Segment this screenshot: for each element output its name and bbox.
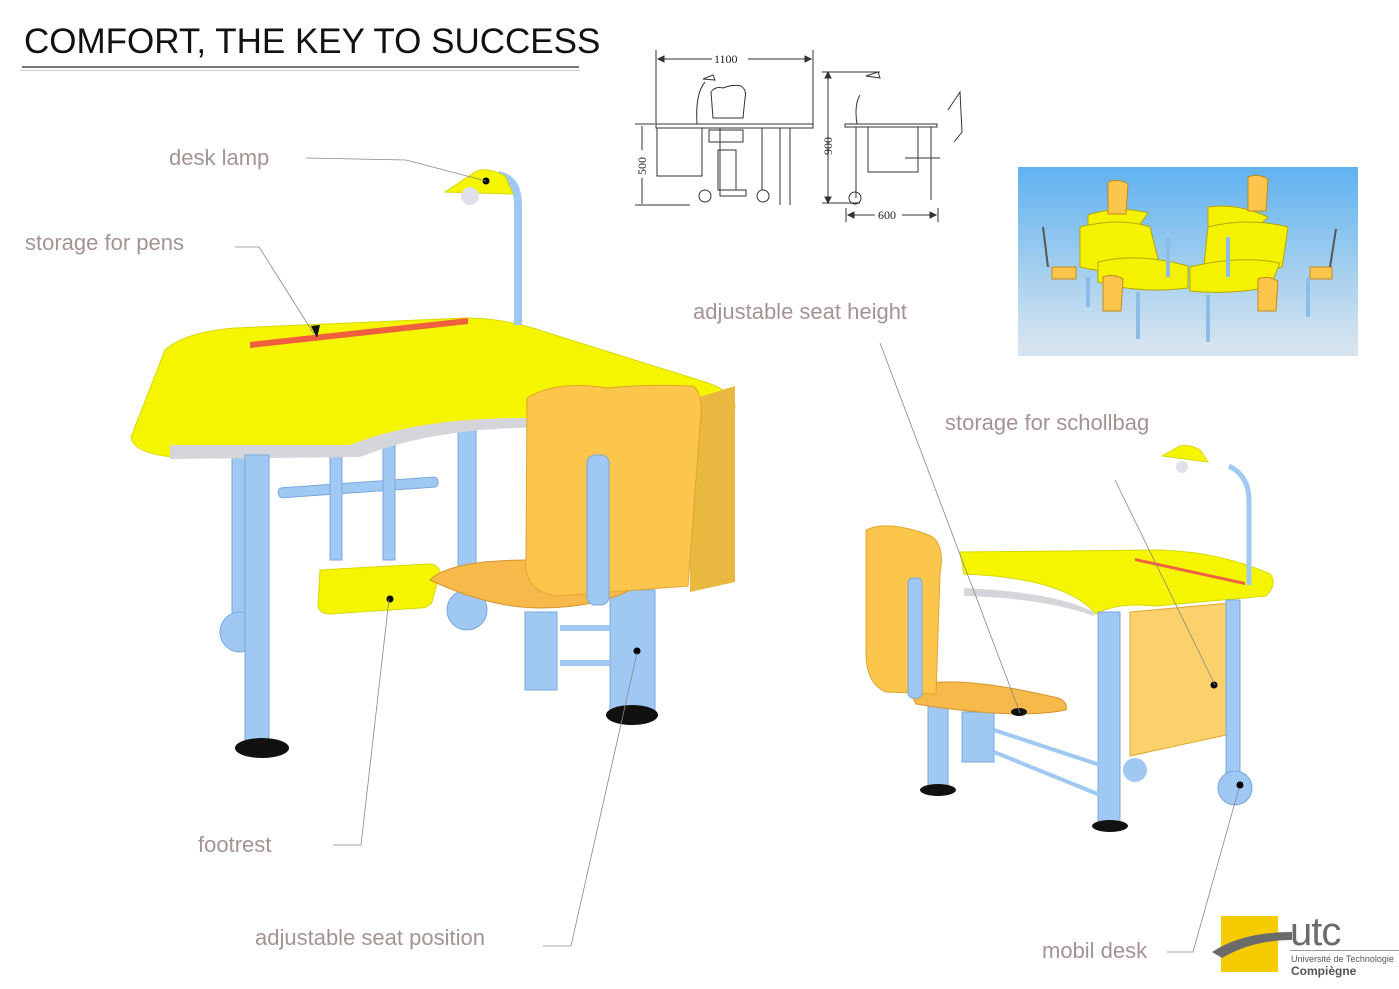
title-underline-shadow [20,70,580,71]
dim-front-width: 1100 [714,52,738,66]
logo-line2: Compiègne [1291,964,1357,978]
classroom-cluster-render [1018,167,1358,356]
callout-footrest: footrest [198,832,272,857]
logo-wordmark: utc [1290,910,1341,954]
callout-seat-position: adjustable seat position [255,925,485,950]
dim-total-height: 900 [821,137,835,155]
callout-storage-schoolbag: storage for schollbag [945,410,1150,435]
callout-storage-pens: storage for pens [25,230,184,255]
callout-desk-lamp: desk lamp [169,145,270,170]
logo-swoosh-icon [1212,932,1292,958]
cluster-illustration [1042,174,1337,342]
logo-line1: Université de Technologie [1291,954,1394,964]
callout-mobil-desk: mobil desk [1042,938,1148,963]
dim-desk-height: 500 [635,157,649,175]
title-underline [22,66,579,68]
logo-rule [1290,950,1399,951]
page-title: COMFORT, THE KEY TO SUCCESS [24,22,601,61]
callout-seat-height: adjustable seat height [693,299,908,324]
dim-side-depth: 600 [878,208,896,222]
utc-logo: utc Université de Technologie Compiègne [1210,910,1399,989]
mobile-desk-render [865,445,1274,832]
large-desk-render [130,169,736,758]
